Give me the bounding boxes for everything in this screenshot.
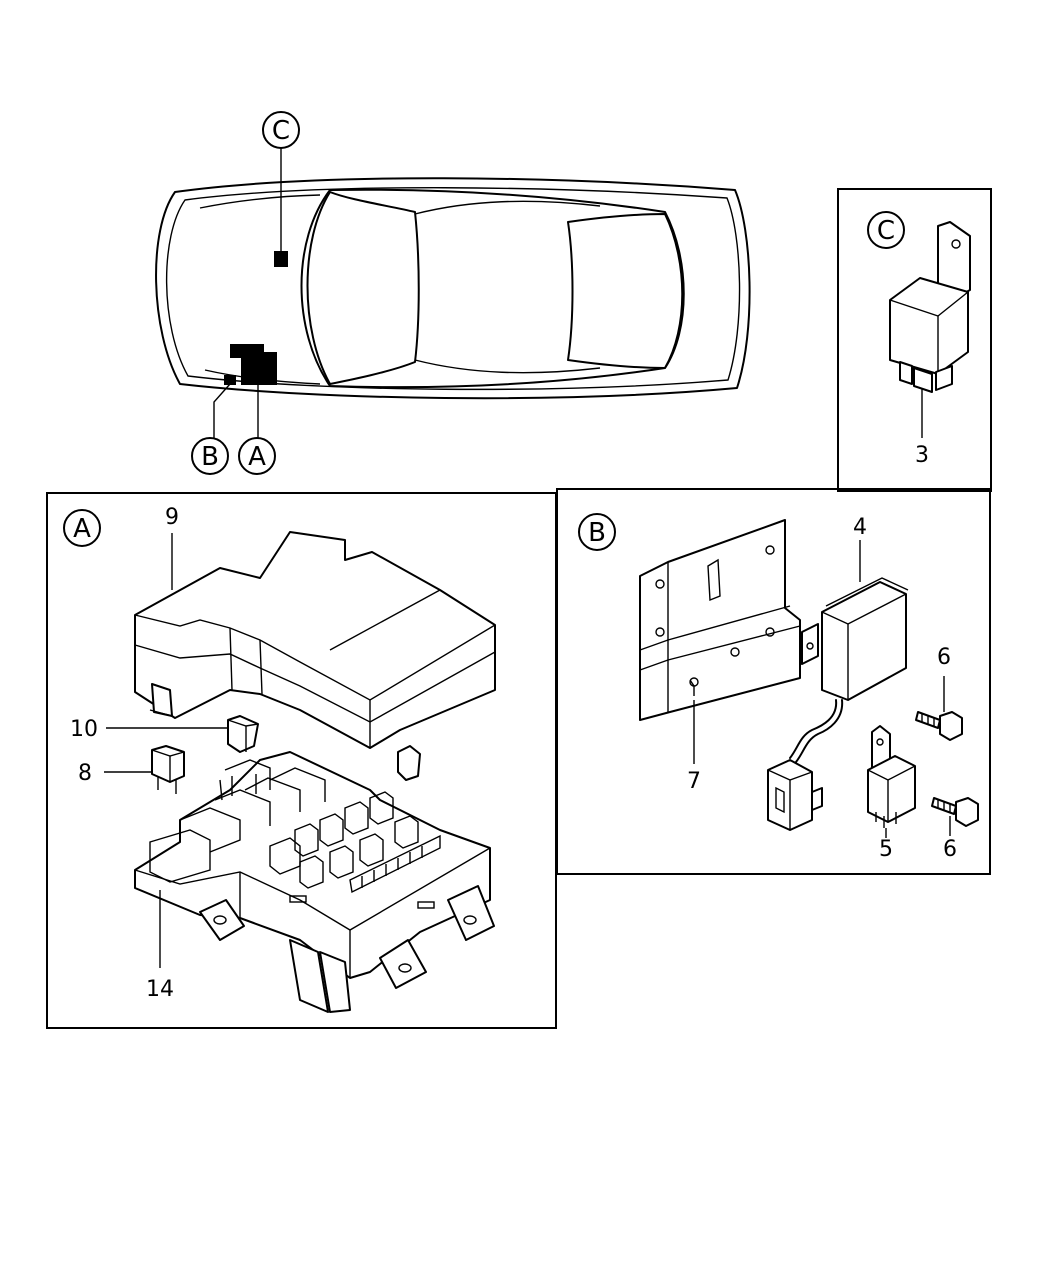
relay-5 — [867, 725, 916, 828]
part-label-3: 3 — [915, 443, 929, 468]
car-callout-a: A — [238, 437, 276, 475]
svg-text:A: A — [73, 514, 91, 544]
fuse-box-cover-9 — [134, 531, 496, 749]
panel-a-callout: A — [63, 509, 101, 547]
part-label-6-bottom: 6 — [943, 837, 957, 862]
panel-a: A 10 — [46, 492, 557, 1029]
relay-3 — [889, 221, 971, 393]
relay-module-4 — [789, 577, 909, 763]
relay-b-marker — [224, 375, 236, 385]
car-callout-b: B — [191, 437, 229, 475]
fuse-10 — [227, 715, 259, 753]
part-label-8: 8 — [78, 761, 92, 786]
fuse-box-a-marker — [241, 352, 277, 385]
svg-text:B: B — [588, 518, 606, 548]
panel-b-callout: B — [578, 513, 616, 551]
svg-text:C: C — [272, 116, 290, 146]
svg-text:C: C — [877, 216, 895, 246]
fuse-8 — [151, 745, 185, 794]
svg-text:B: B — [201, 442, 219, 472]
bolt-6-bottom — [931, 797, 979, 827]
part-label-9: 9 — [165, 505, 179, 530]
part-label-14: 14 — [146, 977, 174, 1002]
panel-b: B 7 — [556, 488, 991, 875]
part-label-5: 5 — [879, 837, 893, 862]
relay-c-marker — [274, 251, 288, 267]
bracket-7 — [639, 519, 801, 721]
part-label-4: 4 — [853, 515, 867, 540]
panel-c-callout: C — [867, 211, 905, 249]
part-label-7: 7 — [687, 769, 701, 794]
car-callout-c: C — [262, 111, 300, 149]
fuse-box-base-14 — [134, 751, 495, 1013]
part-label-10: 10 — [70, 717, 98, 742]
svg-text:A: A — [248, 442, 266, 472]
part-label-6-top: 6 — [937, 645, 951, 670]
car-overview: C B A — [155, 111, 751, 475]
panel-c: C 3 — [837, 188, 992, 492]
bolt-6-top — [915, 711, 963, 741]
wire-connector — [767, 759, 823, 831]
